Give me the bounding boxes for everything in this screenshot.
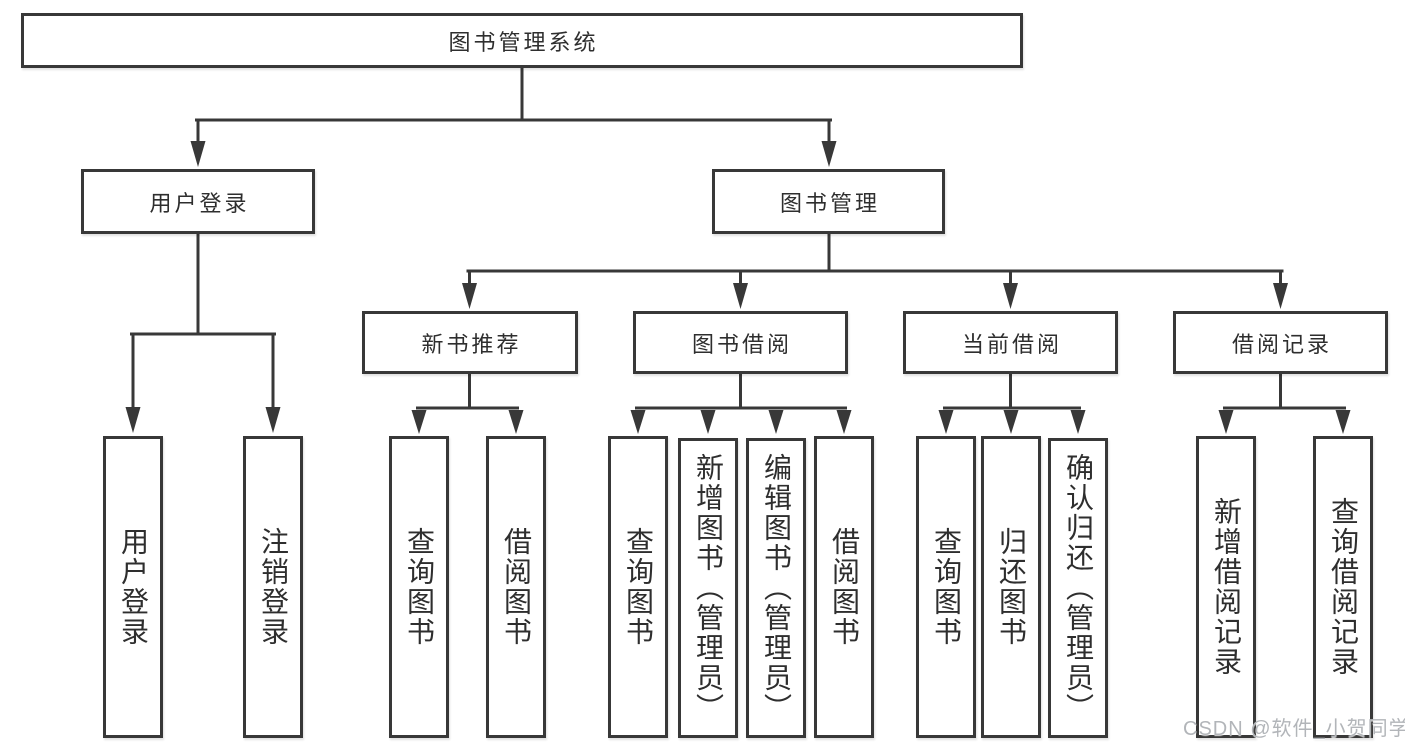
leaf-query-borrow-record: 查询借阅记录 <box>1313 436 1373 738</box>
leaf-edit-books-admin: 编辑图书（管理员） <box>746 438 806 738</box>
leaf-user-login: 用户登录 <box>103 436 163 738</box>
leaf-return-books: 归还图书 <box>981 436 1041 738</box>
leaf-borrow-books: 借阅图书 <box>814 436 874 738</box>
node-book-management: 图书管理 <box>712 169 945 234</box>
leaf-add-books-admin: 新增图书（管理员） <box>678 438 738 738</box>
node-book-borrowing: 图书借阅 <box>633 311 848 374</box>
leaf-query-books-current: 查询图书 <box>916 436 976 738</box>
node-borrowing-records: 借阅记录 <box>1173 311 1388 374</box>
leaf-add-borrow-record: 新增借阅记录 <box>1196 436 1256 738</box>
node-current-borrowing: 当前借阅 <box>903 311 1118 374</box>
leaf-borrow-books-recommendation: 借阅图书 <box>486 436 546 738</box>
leaf-query-books-borrowing: 查询图书 <box>608 436 668 738</box>
leaf-logout: 注销登录 <box>243 436 303 738</box>
leaf-confirm-return-admin: 确认归还（管理员） <box>1048 438 1108 738</box>
node-library-management-system: 图书管理系统 <box>21 13 1023 68</box>
node-new-book-recommendation: 新书推荐 <box>362 311 578 374</box>
csdn-watermark: CSDN @软件_小贺同学 <box>1183 718 1405 740</box>
node-user-login: 用户登录 <box>81 169 315 234</box>
leaf-query-books-recommendation: 查询图书 <box>389 436 449 738</box>
